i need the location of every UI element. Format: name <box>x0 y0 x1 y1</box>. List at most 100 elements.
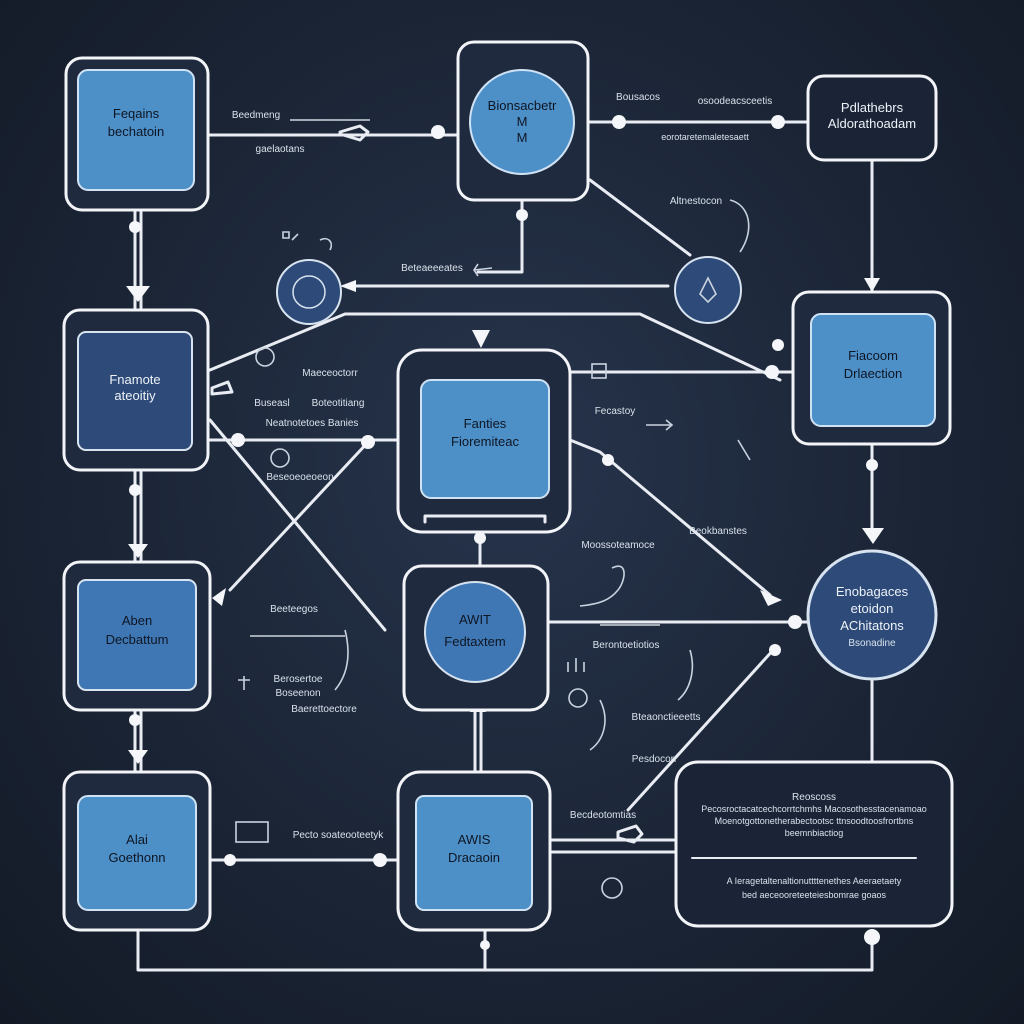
connector-glyphs <box>210 119 751 899</box>
node-label-line: AChitatons <box>840 618 904 633</box>
node-label-line: M <box>517 130 528 145</box>
node-mini-icon <box>601 877 623 899</box>
node-label-line: Bsonadine <box>848 638 896 649</box>
antenna-icon <box>238 676 250 690</box>
annotation-label: Altnestocon <box>670 196 722 207</box>
cable-icon <box>334 629 349 691</box>
node-label-line: Goethonn <box>108 850 165 865</box>
junction-dot <box>474 532 486 544</box>
node-label-line: Dracaoin <box>448 850 500 865</box>
plug-icon <box>338 124 370 142</box>
node-bracket <box>423 514 547 524</box>
junction-dot <box>231 433 245 447</box>
junction-dot <box>516 209 528 221</box>
annotation-label: Pesdocon <box>632 754 676 765</box>
node-right-circle[interactable]: Enobagaces etoidon AChitatons Bsonadine <box>806 549 938 681</box>
cable-icon <box>589 699 606 751</box>
edge-diamond-upper <box>208 312 782 382</box>
node-body <box>810 313 936 427</box>
annotation-label: Moossoteamoce <box>581 540 655 551</box>
node-bottom-left[interactable]: Alai Goethonn <box>62 770 212 932</box>
arrow-left-third <box>212 588 226 606</box>
annotation-label: osoodeacsceetis <box>698 96 773 107</box>
annotation-label: Becdeotomtias <box>570 810 636 821</box>
plug-icon <box>616 824 644 844</box>
node-label-line: Aldorathoadam <box>828 116 916 131</box>
node-left-second[interactable]: Fnamote ateoitiy <box>62 308 210 472</box>
arrow-right-diag <box>760 590 782 606</box>
junction-dot <box>765 365 779 379</box>
annotation-label: Beedmeng <box>232 110 280 121</box>
node-center[interactable]: Fanties Fioremiteac <box>396 348 572 534</box>
junction-dot <box>224 854 236 866</box>
junction-dots <box>129 115 880 950</box>
annotation-leader <box>250 624 660 637</box>
node-label-line: etoidon <box>851 601 894 616</box>
node-top-center[interactable]: Bionsacbetr M M <box>456 40 590 202</box>
junction-dot <box>771 115 785 129</box>
node-label-line: Feqains <box>113 106 160 121</box>
edge-topcenter-diag <box>588 178 692 257</box>
edge-bottom-return <box>136 928 874 972</box>
panel-text-line: beemnbiactiog <box>785 828 844 838</box>
edge-topcenter-down <box>476 198 524 274</box>
annotation-label: Berontoetiotios <box>593 640 660 651</box>
annotation-label: Bteaonctieeetts <box>632 712 701 723</box>
node-body <box>806 549 938 681</box>
panel-text-line: Moenotgottonetherabectootsc ttnsoodtoosf… <box>715 816 914 826</box>
arrow-left-col-3 <box>128 750 148 764</box>
annotation-label: eorotaretemaletesaett <box>661 132 749 142</box>
node-label-line: Pdlathebrs <box>841 100 904 115</box>
annotation-label: Boteotitiang <box>312 398 365 409</box>
node-label-line: M <box>517 114 528 129</box>
node-label-line: Decbattum <box>106 632 169 647</box>
arrow-glyph-icon <box>646 419 674 431</box>
annotation-label: Berosertoe <box>274 674 323 685</box>
panel-body <box>674 760 954 928</box>
node-body <box>806 74 938 162</box>
node-mid-right[interactable]: Fiacoom Drlaection <box>791 290 952 446</box>
node-label-line: bechatoin <box>108 124 164 139</box>
junction-dot <box>864 929 880 945</box>
edge-center-to-bottom <box>473 708 483 777</box>
arrowheads <box>126 278 884 764</box>
junction-dot <box>431 125 445 139</box>
node-body <box>424 581 526 683</box>
annotation-label: Maeceoctorr <box>302 368 358 379</box>
node-inner-ring <box>292 275 326 309</box>
edge-diamond-cross-b <box>228 438 372 592</box>
node-bottom-right-panel[interactable]: Reoscoss Pecosroctacatcechcorrtchmhs Mac… <box>674 760 954 928</box>
node-label-line: Fnamote <box>109 372 160 387</box>
node-label-line: ateoitiy <box>114 388 156 403</box>
arrow-glyph-icon <box>737 439 751 461</box>
node-mini-icon <box>568 688 588 708</box>
node-label-line: Drlaection <box>844 366 903 381</box>
node-body <box>415 795 533 911</box>
node-left-third[interactable]: Aben Decbattum <box>62 560 212 712</box>
cable-icon <box>677 649 694 701</box>
bars-icon <box>567 658 585 672</box>
junction-dot <box>769 644 781 656</box>
arrow-center-top <box>472 330 490 348</box>
screen-icon <box>235 821 269 843</box>
annotation-label: Boseenon <box>275 688 320 699</box>
node-top-right[interactable]: Pdlathebrs Aldorathoadam <box>806 74 938 162</box>
junction-dot <box>373 853 387 867</box>
node-label-line: AWIT <box>459 612 491 627</box>
arrow-right-down <box>862 528 884 544</box>
node-label-line: Alai <box>126 832 148 847</box>
node-mini-icon <box>270 448 290 468</box>
node-center-circle[interactable]: AWIT Fedtaxtem <box>402 564 550 712</box>
junction-dot <box>129 484 141 496</box>
gear-icon <box>282 231 333 251</box>
node-small-circle-right[interactable] <box>674 256 742 324</box>
node-small-circle-left[interactable] <box>276 259 342 325</box>
annotations: Beedmeng gaelaotans Bousacos osoodeacsce… <box>232 92 772 841</box>
junction-dot <box>361 435 375 449</box>
edge-bottom-diag <box>626 646 777 812</box>
node-body <box>77 331 193 451</box>
node-bottom-center[interactable]: AWIS Dracaoin <box>396 770 552 932</box>
node-label-line: Bionsacbetr <box>488 98 557 113</box>
node-top-left[interactable]: Feqains bechatoin <box>64 56 210 212</box>
arrow-left-col-1 <box>126 286 150 302</box>
